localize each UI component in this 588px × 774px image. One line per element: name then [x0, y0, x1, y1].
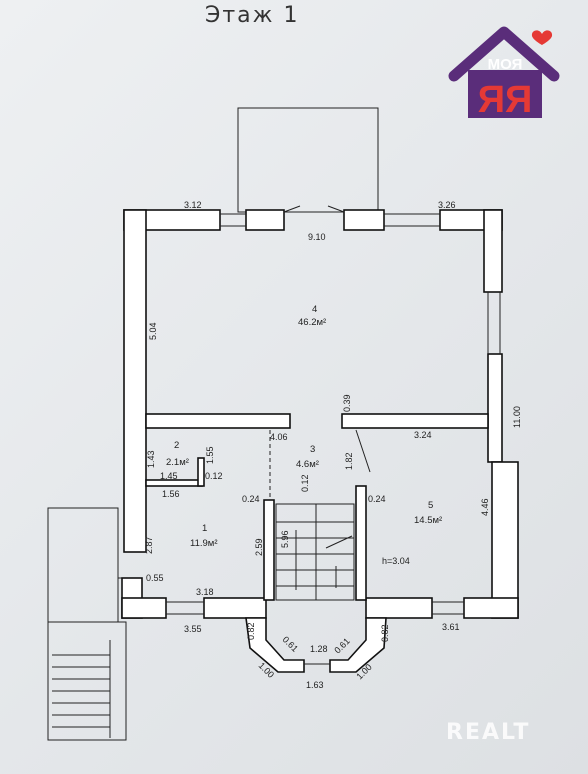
dim-3-55: 3.55 [184, 624, 202, 634]
dim-2-87: 2.87 [144, 536, 154, 554]
wall-top-pier-left [245, 209, 285, 231]
wall-bay [245, 617, 305, 673]
wall-right-mid [487, 353, 503, 463]
room-1-number: 1 [202, 523, 207, 534]
logo-house-roof [448, 26, 560, 82]
dim-room5-width: 3.24 [414, 430, 432, 440]
dim-1-55: 1.55 [205, 446, 215, 464]
wall-bottom-right [463, 597, 519, 619]
logo-text-line2: ЯЯ [478, 79, 533, 121]
dim-left-height: 5.04 [148, 322, 158, 340]
dim-height-note: h=3.04 [382, 556, 410, 566]
room-1-area: 11.9м² [190, 538, 217, 549]
dim-1-82: 1.82 [344, 452, 354, 470]
dim-top-left: 3.12 [184, 200, 202, 210]
wall-bottom-mid-right [365, 597, 433, 619]
room-5-number: 5 [428, 500, 433, 511]
dim-right-height: 11.00 [512, 406, 522, 428]
dim-0-39: 0.39 [342, 394, 352, 412]
wall-right-lower [491, 461, 519, 619]
wall-stair-right [355, 485, 367, 601]
watermark: REALT [446, 720, 531, 745]
logo-text-line1: МОЯ [488, 56, 523, 73]
wall-interior-right [341, 413, 489, 429]
staircase [275, 503, 355, 601]
dim-1-56: 1.56 [162, 489, 180, 499]
logo-house-body [468, 70, 542, 118]
top-porch [237, 107, 379, 213]
dim-4-46: 4.46 [480, 498, 490, 516]
wall-stair-left [263, 499, 275, 601]
dim-2-59: 2.59 [254, 538, 264, 556]
dim-4-06: 4.06 [270, 432, 288, 442]
room-3-number: 3 [310, 444, 315, 455]
dim-1-45: 1.45 [160, 471, 178, 481]
dim-0-24-a: 0.24 [242, 494, 260, 504]
dim-top-right: 3.26 [438, 200, 456, 210]
floor-title: Этаж 1 [205, 3, 300, 28]
wall-left [123, 209, 147, 553]
room-2-area: 2.1м² [166, 457, 189, 468]
dim-5-96: 5.96 [280, 530, 290, 548]
dim-0-82-a: 0.82 [246, 622, 256, 640]
logo: МОЯ ЯЯ [448, 26, 560, 121]
room-5-area: 14.5м² [414, 515, 442, 526]
wall-top-pier-right [343, 209, 385, 231]
room-3-area: 4.6м² [296, 459, 319, 470]
wall-interior-left [145, 413, 291, 429]
dim-1-43: 1.43 [146, 450, 156, 468]
wall-room2-side [197, 457, 205, 487]
dim-0-61-b: 0.61 [332, 636, 351, 655]
dim-1-63: 1.63 [306, 680, 324, 690]
left-porch [47, 507, 119, 623]
logo-heart-icon [531, 30, 553, 45]
dim-0-82-b: 0.82 [380, 624, 390, 642]
entrance-stairs [47, 621, 127, 741]
dim-width-main: 9.10 [308, 232, 326, 242]
dim-3-18: 3.18 [196, 587, 214, 597]
room-2-number: 2 [174, 440, 179, 451]
wall-bottom-mid-left [203, 597, 267, 619]
dim-3-61: 3.61 [442, 622, 460, 632]
dim-0-61-a: 0.61 [281, 634, 300, 653]
wall-bottom-left [121, 597, 167, 619]
dim-1-28: 1.28 [310, 644, 328, 654]
dim-0-24-b: 0.24 [368, 494, 386, 504]
wall-right-upper [483, 209, 503, 293]
room-4-number: 4 [312, 304, 317, 315]
dim-0-12-b: 0.12 [300, 474, 310, 492]
wall-bay-right [329, 617, 387, 673]
room-4-area: 46.2м² [298, 317, 326, 328]
dim-0-12-a: 0.12 [205, 471, 223, 481]
dim-0-55: 0.55 [146, 573, 164, 583]
